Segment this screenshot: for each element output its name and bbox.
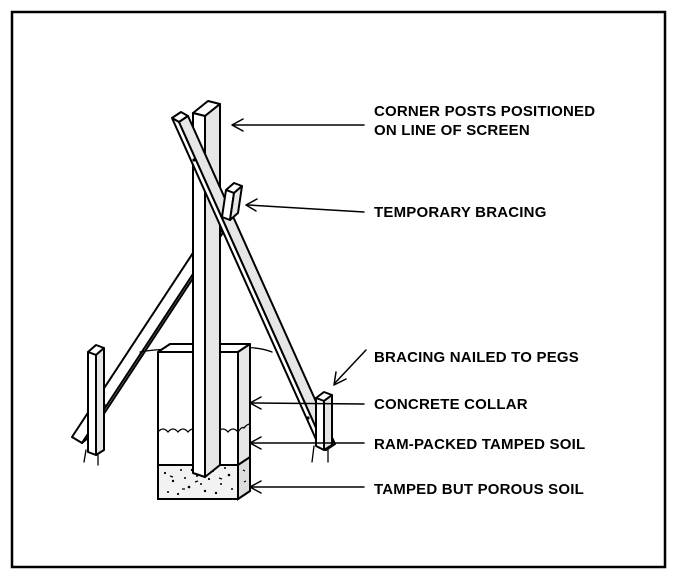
left-peg (83, 344, 105, 466)
label-bracing-nailed: BRACING NAILED TO PEGS (374, 349, 579, 366)
leader-arrows (231, 118, 367, 494)
label-corner-posts-line2: ON LINE OF SCREEN (374, 122, 530, 139)
label-corner-posts-line1: CORNER POSTS POSITIONED (374, 103, 595, 120)
porous-soil-speckle (163, 467, 247, 496)
label-ram-packed: RAM-PACKED TAMPED SOIL (374, 436, 585, 453)
arrow-concrete-collar (249, 396, 365, 410)
label-concrete-collar: CONCRETE COLLAR (374, 396, 528, 413)
label-temporary-bracing: TEMPORARY BRACING (374, 204, 547, 221)
arrow-temporary-bracing (245, 198, 365, 213)
porous-soil-side (237, 455, 251, 501)
temporary-bracing-block (221, 182, 243, 221)
right-peg (311, 391, 333, 463)
arrow-corner-posts (231, 118, 365, 132)
arrow-ram-packed (249, 436, 365, 450)
arrow-tamped-porous (249, 480, 365, 494)
right-brace (171, 111, 336, 451)
diagram-frame (10, 10, 667, 569)
arrow-bracing-nailed (333, 349, 367, 386)
label-tamped-porous: TAMPED BUT POROUS SOIL (374, 481, 584, 498)
